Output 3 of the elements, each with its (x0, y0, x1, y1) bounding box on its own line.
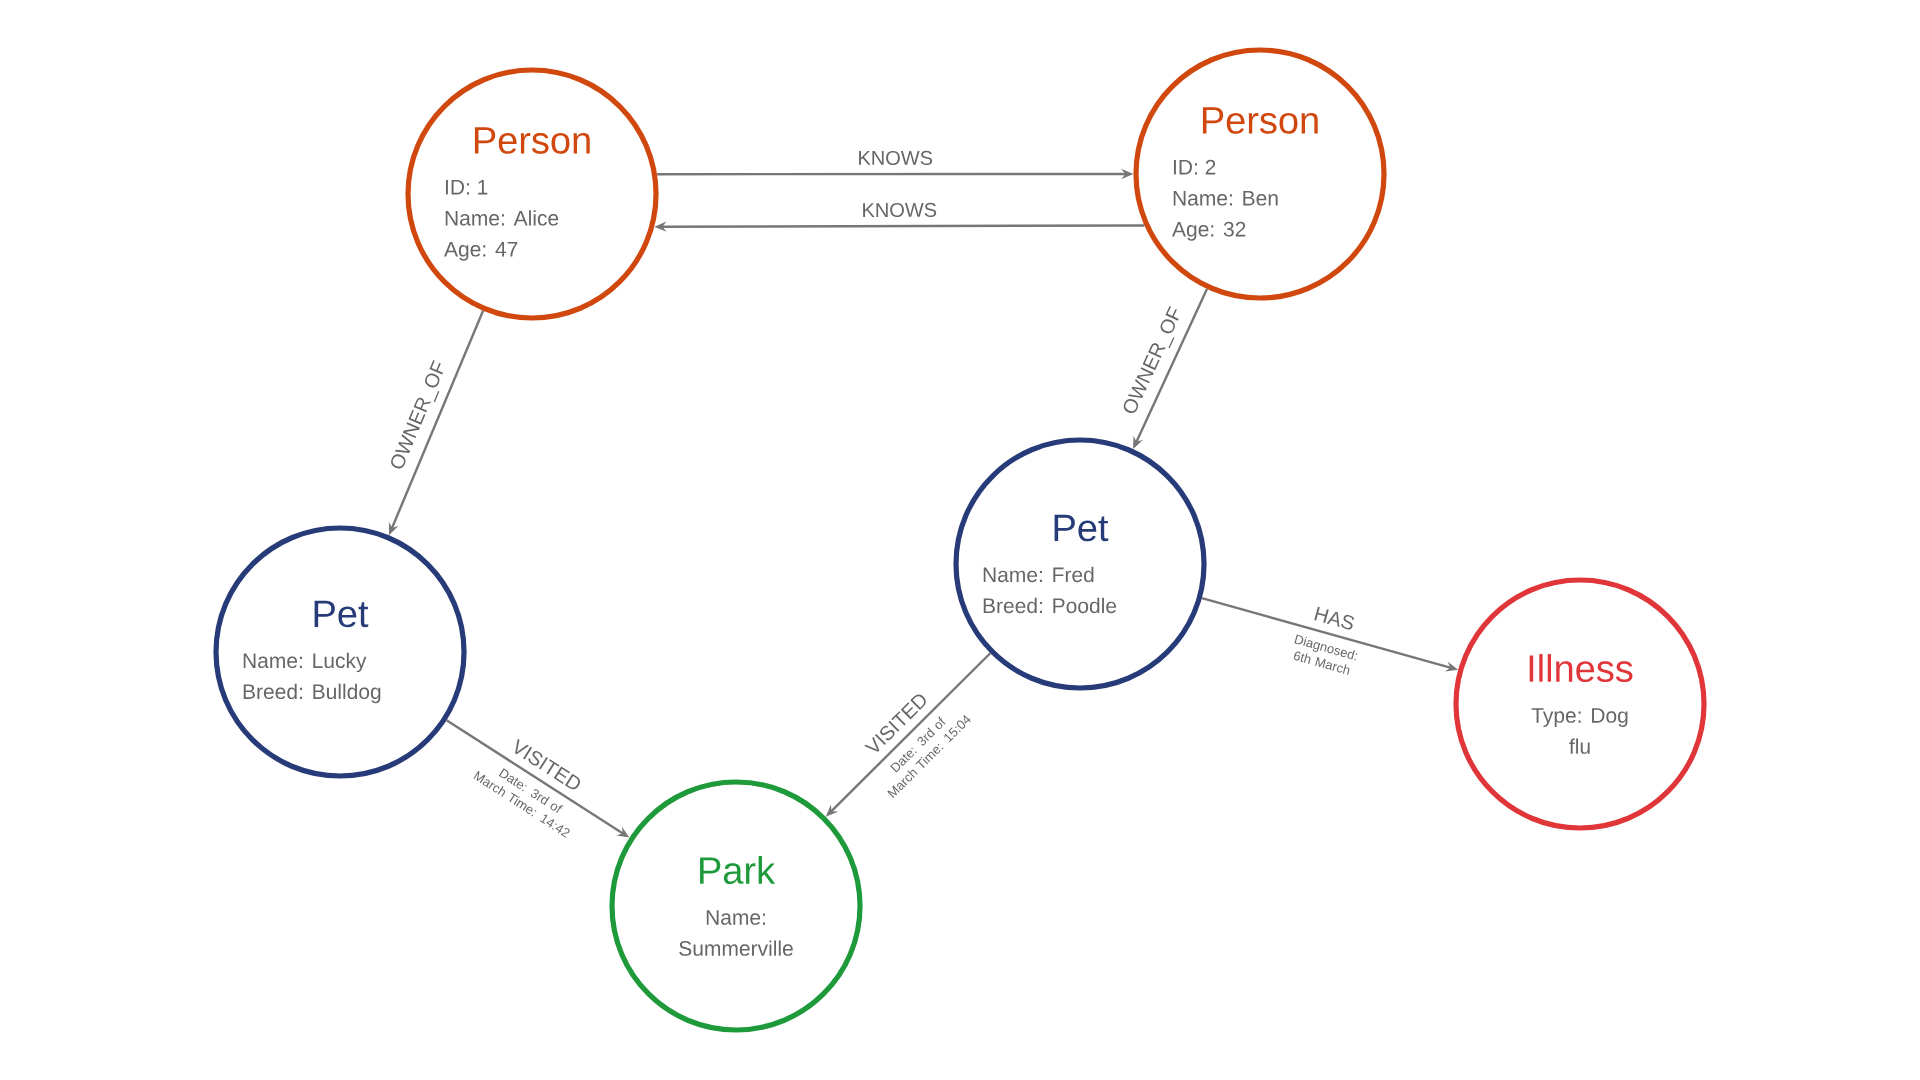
edge-label: KNOWS (863, 202, 937, 218)
edge-label: KNOWS (859, 150, 933, 165)
edge-label: HAS (1314, 606, 1355, 630)
